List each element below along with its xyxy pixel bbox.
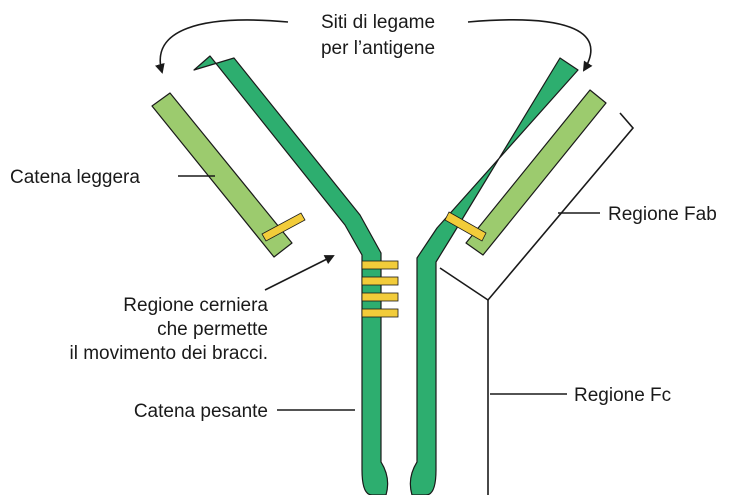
heavy-chain-right [410, 58, 578, 495]
hinge-bond-4 [362, 309, 398, 317]
hinge-bond-3 [362, 293, 398, 301]
binding-sites-label-line2: per l’antigene [321, 38, 435, 59]
heavy-chain-label: Catena pesante [134, 401, 268, 422]
hinge-bond-1 [362, 261, 398, 269]
light-chain-label: Catena leggera [10, 167, 140, 188]
binding-site-arrow-right [468, 20, 591, 70]
heavy-chains [194, 56, 578, 495]
fab-region-label: Regione Fab [608, 204, 717, 225]
hinge-bond-2 [362, 277, 398, 285]
hinge-arrow [265, 256, 333, 290]
hinge-label-line2: che permette [157, 319, 268, 340]
heavy-chain-left [194, 56, 388, 495]
binding-sites-label-line1: Siti di legame [321, 12, 435, 33]
hinge-label-line1: Regione cerniera [123, 295, 268, 316]
fc-region-label: Regione Fc [574, 385, 671, 406]
hinge-label-line3: il movimento dei bracci. [69, 343, 268, 364]
